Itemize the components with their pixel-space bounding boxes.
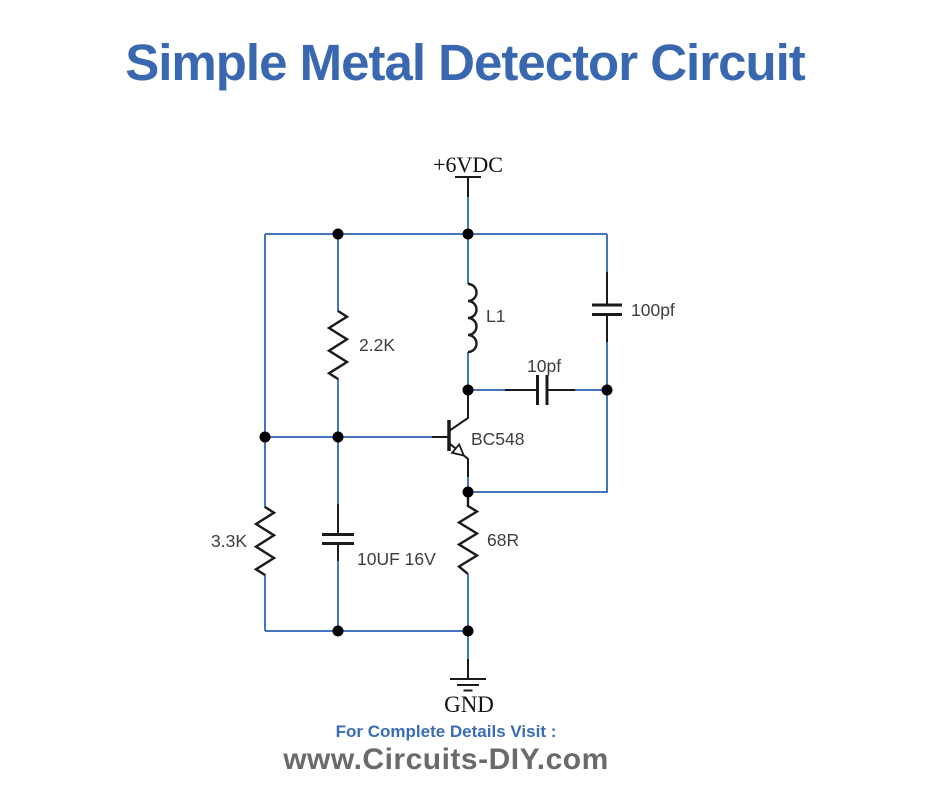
- junction-dot: [332, 431, 344, 443]
- footer-website: www.Circuits-DIY.com: [283, 743, 609, 776]
- footer-callout: For Complete Details Visit :: [335, 722, 557, 741]
- resistor-2.2k-symbol: 2.2K: [326, 309, 395, 381]
- capacitor-10pf-symbol: 10pf: [505, 356, 575, 405]
- circuit-diagram: +6VDC 2.2K 3.3K 68R L1 100pf 10pf 10UF 1…: [211, 152, 675, 717]
- inductor-l1-symbol: L1: [467, 282, 505, 354]
- ground-label: GND: [444, 692, 494, 717]
- power-terminal-post: [455, 176, 481, 197]
- capacitor-10uf-symbol: 10UF 16V: [322, 504, 436, 569]
- capacitor-100pf-label: 100pf: [631, 300, 675, 320]
- footer: For Complete Details Visit : www.Circuit…: [0, 722, 892, 777]
- junction-dot: [462, 486, 474, 498]
- capacitor-plates: [536, 375, 549, 405]
- capacitor-plates: [322, 533, 354, 545]
- transistor-collector-lead: [448, 390, 469, 432]
- power-label: +6VDC: [433, 152, 503, 177]
- resistor-zigzag: [253, 505, 277, 577]
- transistor-bc548-label: BC548: [471, 429, 525, 449]
- transistor-bc548-symbol: BC548: [432, 390, 525, 477]
- junction-dot: [462, 384, 474, 396]
- inductor-l1-label: L1: [486, 306, 505, 326]
- wires: [264, 196, 608, 660]
- ground-symbol: GND: [444, 659, 494, 717]
- resistor-2.2k-label: 2.2K: [359, 335, 395, 355]
- junction-dot: [462, 625, 474, 637]
- junction-dot: [462, 228, 474, 240]
- resistor-3.3k-label: 3.3K: [211, 531, 247, 551]
- resistor-68r-symbol: 68R: [456, 492, 519, 575]
- page-title: Simple Metal Detector Circuit: [125, 34, 806, 91]
- junction-dot: [332, 625, 344, 637]
- capacitor-100pf-symbol: 100pf: [592, 272, 675, 342]
- inductor-coil: [467, 282, 478, 354]
- junction-dot: [259, 431, 271, 443]
- power-terminal: +6VDC: [433, 152, 503, 197]
- resistor-3.3k-symbol: 3.3K: [211, 505, 277, 577]
- ground-bars: [450, 678, 486, 692]
- capacitor-plates: [592, 303, 622, 316]
- resistor-68r-label: 68R: [487, 530, 519, 550]
- junction-dot: [601, 384, 613, 396]
- junction-dots: [259, 228, 613, 637]
- junction-dot: [332, 228, 344, 240]
- capacitor-10uf-label: 10UF 16V: [357, 549, 436, 569]
- capacitor-10pf-label: 10pf: [527, 356, 561, 376]
- resistor-zigzag: [456, 492, 480, 575]
- resistor-zigzag: [326, 309, 350, 381]
- transistor-emitter-arrow: [450, 442, 466, 457]
